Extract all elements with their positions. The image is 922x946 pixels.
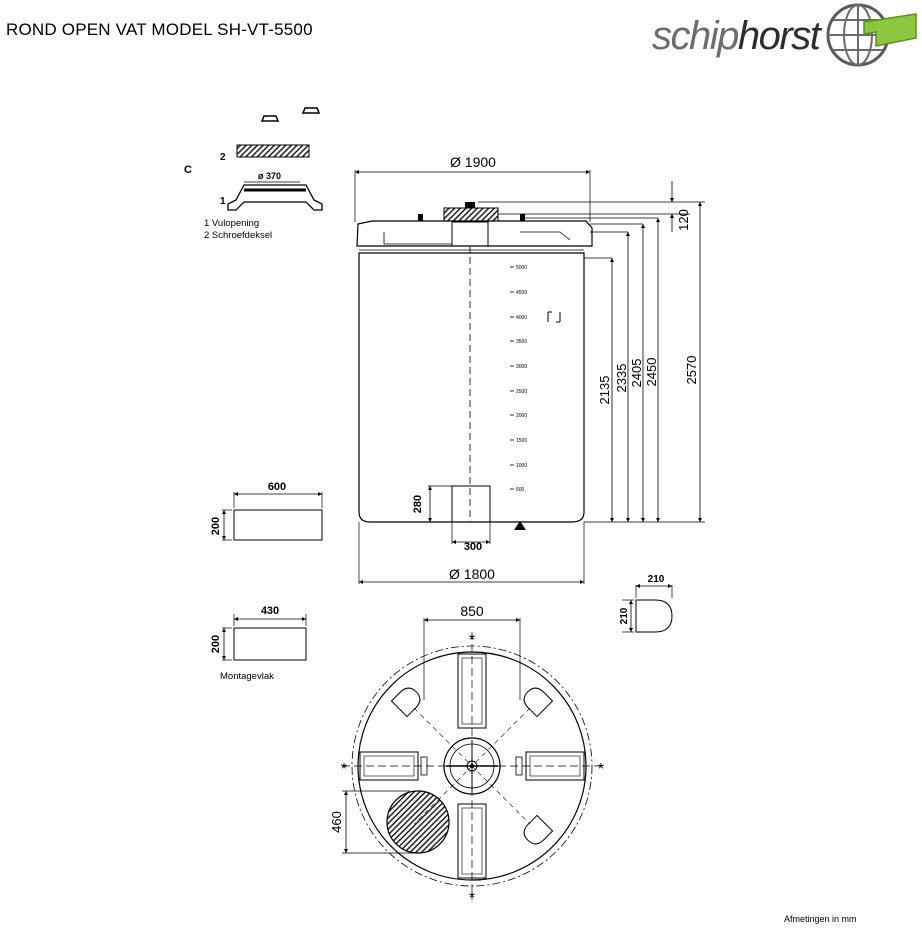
legend-item-2: 2 Schroefdeksel: [204, 230, 272, 241]
brand-logo: schiphorst: [652, 14, 821, 59]
svg-text:*: *: [469, 890, 475, 907]
page-title: ROND OPEN VAT MODEL SH-VT-5500: [6, 20, 313, 39]
svg-text:*: *: [341, 761, 347, 778]
dim-h2135: 2135: [597, 376, 612, 405]
tank-top-view: * * * *: [341, 632, 604, 907]
height-dimensions: 120 2135 2335 2405 2450 2570: [478, 181, 705, 523]
dimension-top-diameter: Ø 1900: [354, 154, 591, 222]
dim-plate1-height: 200: [210, 517, 222, 535]
dimension-850: 850: [423, 603, 521, 700]
dimension-460: 460: [329, 790, 418, 854]
svg-text:*: *: [598, 761, 604, 778]
dim-bottom-diameter: Ø 1800: [449, 566, 495, 582]
dim-h2450: 2450: [644, 358, 659, 387]
globe-logo-icon: [826, 3, 917, 67]
scale-label: 3500: [516, 339, 527, 345]
dim-h2570: 2570: [684, 356, 699, 385]
scale-label: 1000: [516, 463, 527, 469]
dim-plate1-width: 600: [268, 481, 286, 493]
svg-text:*: *: [469, 632, 475, 649]
legend-item-1: 1 Vulopening: [204, 218, 259, 229]
scale-label: 500: [516, 487, 525, 493]
plate-600: 600 200: [210, 481, 323, 541]
dim-manhole: 460: [329, 811, 344, 833]
plate-430: 430 200 Montagevlak: [210, 605, 307, 682]
label-1: 1: [220, 196, 226, 207]
logo-text-part1: schip: [652, 14, 739, 58]
volume-scale: 5000 4500 4000 3500 3000 2500 2000 1500 …: [510, 265, 527, 493]
scale-label: 4500: [516, 290, 527, 296]
logo-text-part2: horst: [737, 14, 821, 58]
dim-h2335: 2335: [614, 364, 629, 393]
dim-foot-height: 210: [619, 607, 630, 624]
outlet-dimensions: 280 300: [412, 485, 491, 553]
dim-outlet-height: 280: [412, 495, 424, 513]
foot-detail: 210 210: [619, 574, 673, 633]
tank-side-view: [356, 202, 593, 530]
fill-opening-detail: C 2 1 ø 370 1 Vulopening 2 Schroefdeksel: [184, 107, 323, 241]
scale-label: 3000: [516, 364, 527, 370]
dim-foot-width: 210: [648, 574, 665, 585]
label-2: 2: [220, 152, 226, 163]
dim-top-span: 850: [460, 603, 484, 619]
label-c: C: [184, 164, 192, 176]
dimension-bottom-diameter: Ø 1800: [358, 522, 585, 584]
opening-diameter: ø 370: [258, 171, 281, 181]
scale-label: 4000: [516, 315, 527, 321]
scale-label: 2500: [516, 389, 527, 395]
scale-label: 2000: [516, 413, 527, 419]
dim-h2405: 2405: [629, 359, 644, 388]
scale-label: 5000: [516, 265, 527, 271]
dim-plate2-width: 430: [261, 605, 279, 617]
dim-plate2-height: 200: [210, 635, 222, 653]
scale-label: 1500: [516, 438, 527, 444]
dim-outlet-width: 300: [464, 541, 482, 553]
montagevlak-label: Montagevlak: [220, 671, 274, 682]
dim-h120: 120: [676, 209, 691, 231]
units-note: Afmetingen in mm: [784, 914, 857, 924]
dim-top-diameter: Ø 1900: [450, 154, 496, 170]
